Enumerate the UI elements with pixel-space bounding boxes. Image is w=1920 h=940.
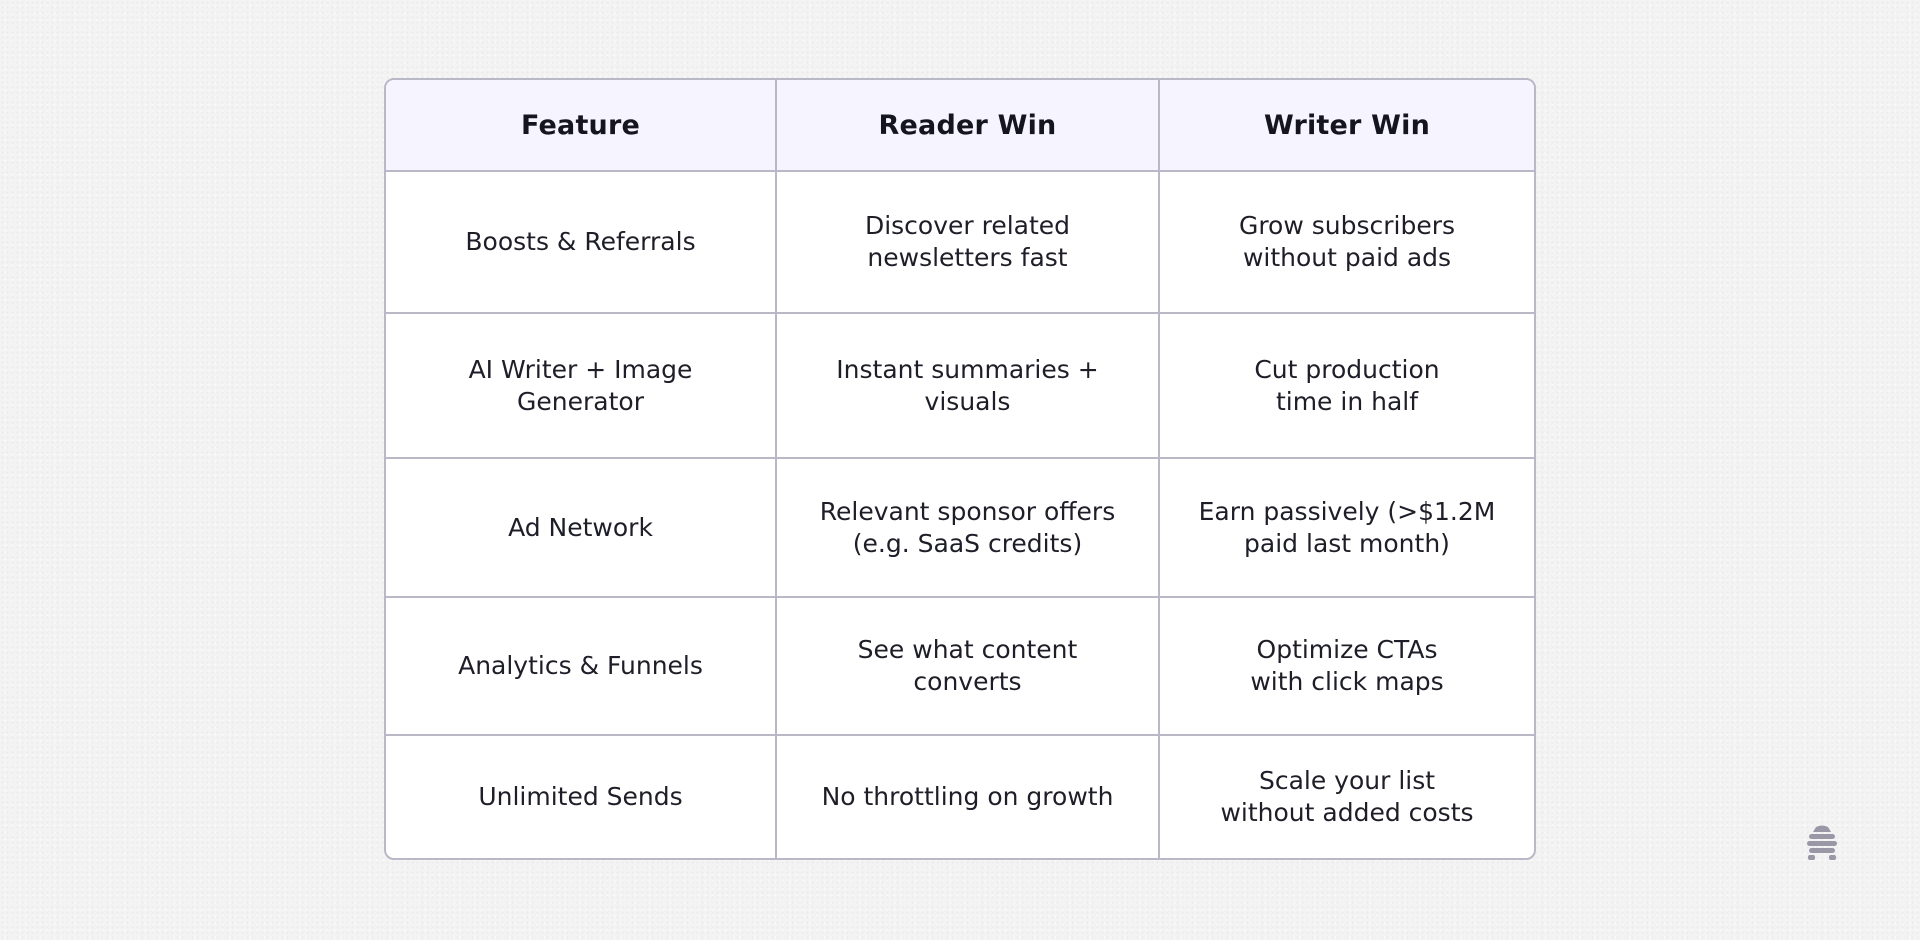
feature-cell: Boosts & Referrals [386,171,777,314]
writer-win-text: Grow subscribers without paid ads [1238,211,1456,272]
feature-cell: Unlimited Sends [386,735,777,858]
table-body: Boosts & Referrals Discover related news… [386,171,1534,858]
header-row: Feature Reader Win Writer Win [386,80,1534,172]
writer-win-cell: Cut production time in half [1159,313,1534,459]
feature-text: Boosts & Referrals [465,227,696,256]
header-writer-win: Writer Win [1159,80,1534,172]
writer-win-cell: Earn passively (>$1.2M paid last month) [1159,458,1534,598]
writer-win-cell: Optimize CTAs with click maps [1159,597,1534,736]
writer-win-text: Scale your list without added costs [1220,766,1474,827]
reader-win-text: Instant summaries + visuals [836,354,1099,416]
reader-win-text: See what content converts [857,635,1078,696]
reader-win-text: No throttling on growth [821,782,1114,811]
table-row: AI Writer + Image Generator Instant summ… [386,313,1534,459]
feature-text: Ad Network [508,512,653,542]
beehive-icon [1805,825,1839,861]
writer-win-text: Earn passively (>$1.2M paid last month) [1198,496,1496,558]
feature-text: Unlimited Sends [478,782,683,811]
reader-win-cell: Instant summaries + visuals [776,313,1160,459]
comparison-table: Feature Reader Win Writer Win Boosts & R… [384,78,1536,860]
header-reader-win: Reader Win [776,80,1160,172]
writer-win-text: Optimize CTAs with click maps [1250,635,1444,696]
writer-win-cell: Grow subscribers without paid ads [1159,171,1534,314]
feature-cell: Ad Network [386,458,777,598]
header-feature: Feature [386,80,777,172]
reader-win-cell: No throttling on growth [776,735,1160,858]
reader-win-cell: Discover related newsletters fast [776,171,1160,314]
feature-text: AI Writer + Image Generator [468,354,693,416]
table-header: Feature Reader Win Writer Win [386,80,1534,172]
feature-table: Feature Reader Win Writer Win Boosts & R… [386,80,1534,858]
table-row: Ad Network Relevant sponsor offers (e.g.… [386,458,1534,598]
table-row: Analytics & Funnels See what content con… [386,597,1534,736]
feature-text: Analytics & Funnels [458,651,703,680]
reader-win-cell: See what content converts [776,597,1160,736]
reader-win-text: Relevant sponsor offers (e.g. SaaS credi… [819,496,1116,558]
reader-win-text: Discover related newsletters fast [864,211,1071,272]
feature-cell: AI Writer + Image Generator [386,313,777,459]
table-row: Unlimited Sends No throttling on growth … [386,735,1534,858]
table-row: Boosts & Referrals Discover related news… [386,171,1534,314]
writer-win-cell: Scale your list without added costs [1159,735,1534,858]
writer-win-text: Cut production time in half [1254,354,1440,416]
reader-win-cell: Relevant sponsor offers (e.g. SaaS credi… [776,458,1160,598]
feature-cell: Analytics & Funnels [386,597,777,736]
